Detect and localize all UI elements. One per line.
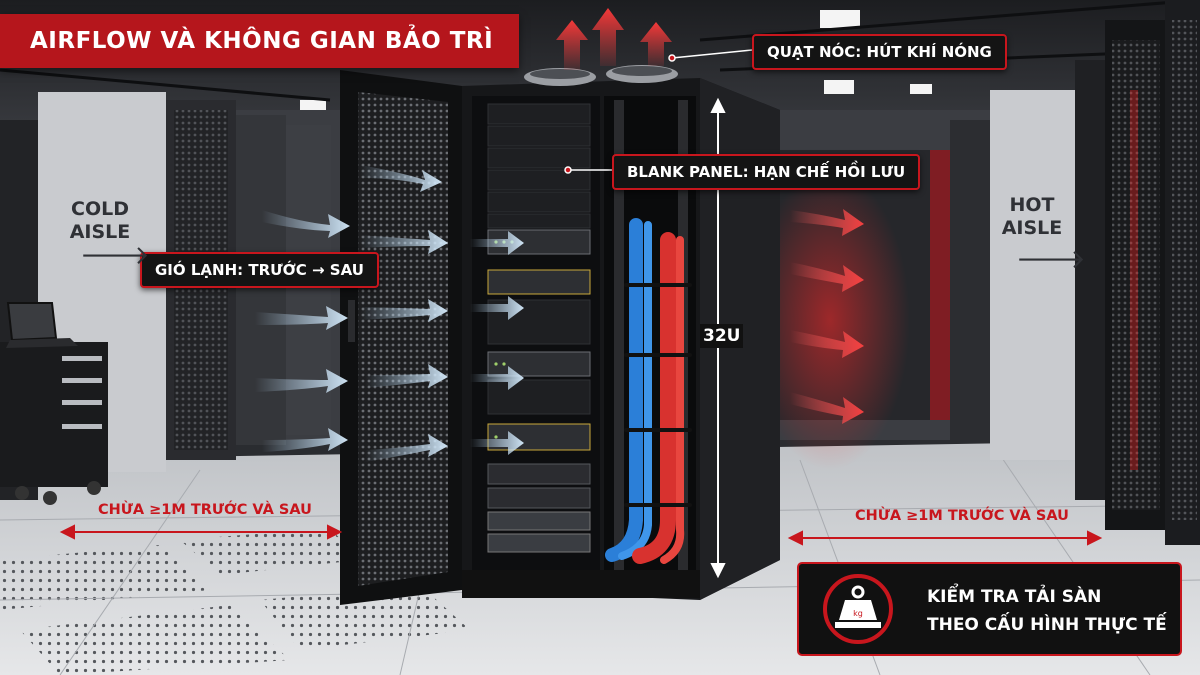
cold-aisle-line2: AISLE xyxy=(69,221,131,243)
front-clearance-label: CHỪA ≥1M TRƯỚC VÀ SAU xyxy=(98,502,312,518)
roof-fan-callout: QUẠT NÓC: HÚT KHÍ NÓNG xyxy=(752,34,1007,70)
cold-aisle-line1: COLD xyxy=(71,198,129,220)
front-clearance-arrow xyxy=(59,524,343,540)
roof-fans xyxy=(524,65,678,86)
cold-aisle-arrow-icon: 🡒 xyxy=(80,241,150,271)
svg-text:kg: kg xyxy=(853,609,863,618)
hot-aisle-sign: HOT AISLE xyxy=(994,194,1070,240)
callout-leaders xyxy=(564,49,753,174)
rack-front-door xyxy=(340,70,462,605)
floor-load-line1: KIỂM TRA TẢI SÀN xyxy=(927,587,1102,607)
cable-bundles xyxy=(605,218,692,564)
cold-air-arrows xyxy=(255,165,524,462)
cold-aisle-sign: COLD AISLE xyxy=(60,198,140,244)
blank-panel-callout: BLANK PANEL: HẠN CHẾ HỒI LƯU xyxy=(612,154,921,190)
rear-clearance-arrow xyxy=(787,530,1103,546)
hot-air-arrows xyxy=(790,209,864,424)
server-units xyxy=(487,103,591,553)
floor-load-text: KIỂM TRA TẢI SÀN THEO CẤU HÌNH THỰC TẾ xyxy=(927,583,1167,639)
hot-aisle-arrow-icon: 🡒 xyxy=(1016,245,1086,275)
hot-aisle-line2: AISLE xyxy=(1001,217,1063,239)
right-rack-row xyxy=(950,0,1200,545)
tool-cart xyxy=(0,342,108,505)
perforated-floor-tiles xyxy=(0,528,470,675)
cold-air-callout: GIÓ LẠNH: TRƯỚC → SAU xyxy=(140,252,379,288)
page-title: AIRFLOW VÀ KHÔNG GIAN BẢO TRÌ xyxy=(0,14,520,68)
floor-load-line2: THEO CẤU HÌNH THỰC TẾ xyxy=(927,615,1167,635)
laptop-icon xyxy=(6,302,78,348)
hot-aisle-line1: HOT xyxy=(1009,194,1055,216)
floor-load-info-box: kg KIỂM TRA TẢI SÀN THEO CẤU HÌNH THỰC T… xyxy=(797,562,1182,656)
rack-height-label: 32U xyxy=(700,324,744,348)
weight-scale-icon: kg xyxy=(823,574,893,644)
rear-clearance-label: CHỪA ≥1M TRƯỚC VÀ SAU xyxy=(855,508,1069,524)
hot-exhaust-up-arrows xyxy=(556,8,672,70)
